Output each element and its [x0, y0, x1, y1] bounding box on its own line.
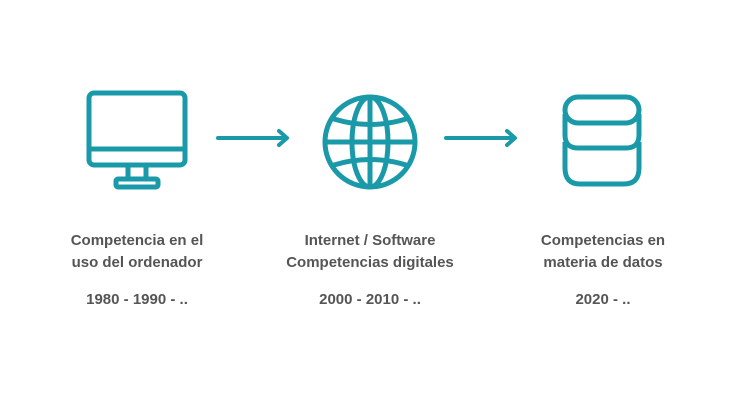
monitor-icon	[86, 90, 188, 190]
globe-icon	[322, 94, 418, 190]
database-icon	[562, 94, 642, 187]
stage-3-years: 2020 - ..	[575, 291, 631, 308]
stage-2-title: Internet / Software Competencias digital…	[260, 230, 480, 274]
stage-2-years: 2000 - 2010 - ..	[319, 291, 421, 308]
stage-3-title: Competencias en materia de datos	[493, 230, 713, 274]
stage-1-title-line-1: Competencia en el	[70, 232, 204, 249]
arrow-right-icon	[444, 129, 517, 147]
stage-3-title-line-1: Competencias en	[540, 232, 666, 249]
stage-1-title: Competencia en el uso del ordenador	[27, 230, 247, 274]
stage-2-title-line-1: Internet / Software	[304, 232, 436, 249]
arrow-right-icon	[216, 129, 289, 147]
stage-2-title-line-2: Competencias digitales	[286, 254, 454, 271]
stage-1-title-line-2: uso del ordenador	[71, 254, 203, 271]
stage-1-years: 1980 - 1990 - ..	[86, 291, 188, 308]
stage-3-title-line-2: materia de datos	[543, 254, 663, 271]
